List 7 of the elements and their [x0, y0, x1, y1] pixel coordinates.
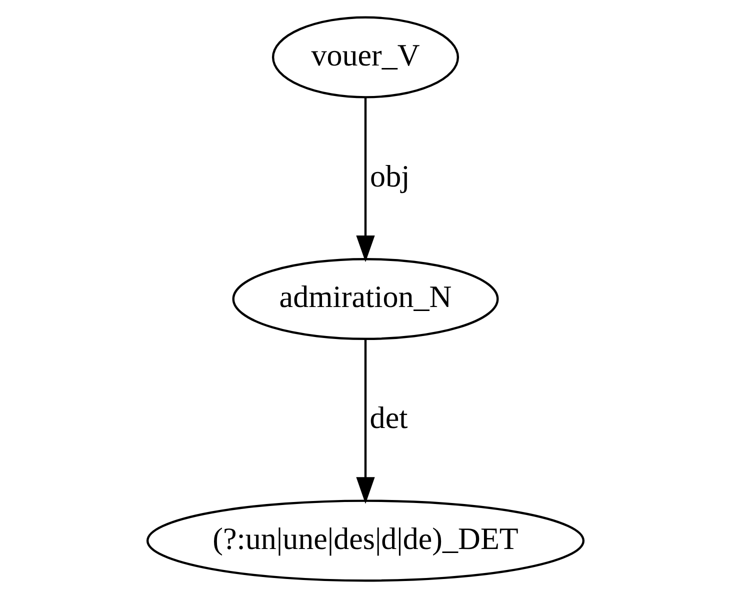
node-ellipse: (?:un|une|des|d|de)_DET — [146, 500, 584, 582]
edge-label: det — [369, 400, 408, 436]
arrow — [356, 339, 374, 504]
node-ellipse: admiration_N — [232, 258, 498, 340]
arrow — [356, 98, 374, 262]
node-ellipse: vouer_V — [271, 16, 459, 98]
edge-label: obj — [370, 158, 410, 194]
